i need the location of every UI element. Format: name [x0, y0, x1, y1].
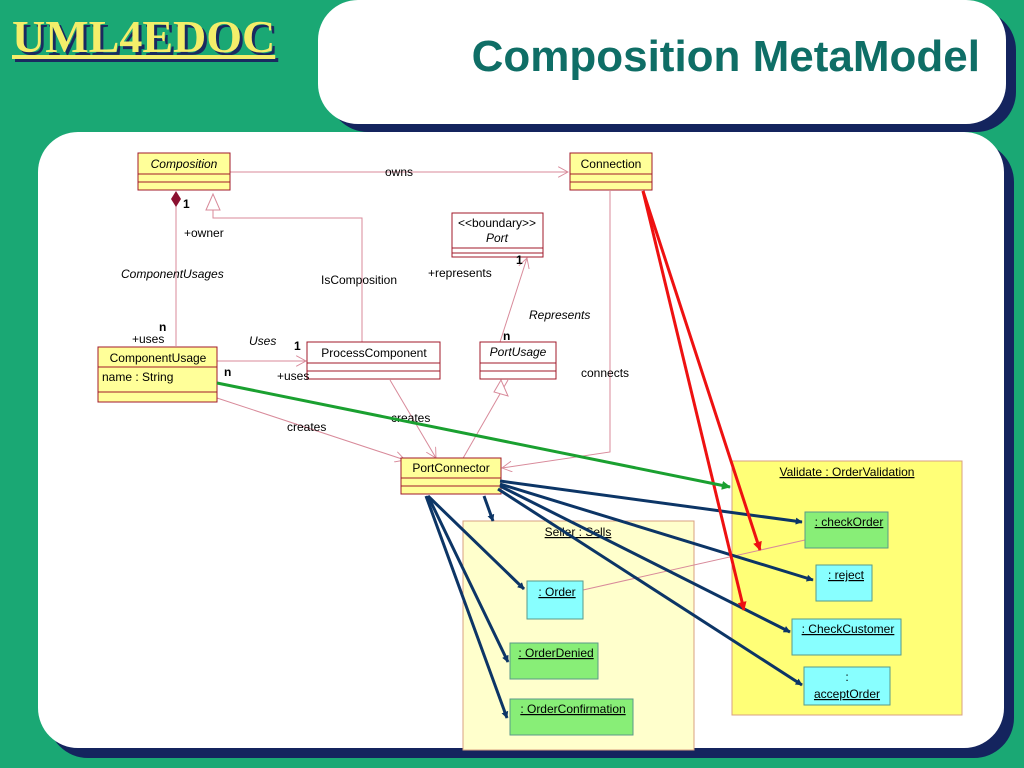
class-connection-name: Connection	[581, 157, 642, 171]
label-is-composition: IsComposition	[321, 273, 397, 287]
navy-arrows	[424, 479, 814, 719]
svg-text::: :	[845, 670, 848, 684]
title-box	[318, 0, 1006, 124]
label-uses-role: +uses	[132, 332, 164, 346]
label-owner: +owner	[184, 226, 224, 240]
composition-diamond	[171, 191, 181, 207]
instance-accept-order: : acceptOrder	[803, 666, 891, 706]
label-one-owner: 1	[183, 197, 190, 211]
generalization-triangle-portusage	[493, 378, 509, 397]
label-connects: connects	[581, 366, 629, 380]
class-port-connector-name: PortConnector	[412, 461, 489, 475]
class-component-usage-attr: name : String	[102, 370, 173, 384]
label-n-uses: n	[159, 320, 166, 334]
class-port-stereotype: <<boundary>>	[458, 216, 536, 230]
class-port-usage: PortUsage	[479, 341, 557, 380]
logo: UML4EDOC	[12, 11, 276, 62]
label-uses-role2: +uses	[277, 369, 309, 383]
label-n-port-usage: n	[503, 329, 510, 343]
class-port-usage-name: PortUsage	[490, 345, 547, 359]
class-composition-name: Composition	[151, 157, 218, 171]
instance-order: : Order	[526, 580, 584, 620]
label-component-usages: ComponentUsages	[121, 267, 224, 281]
svg-text:: Order: : Order	[538, 585, 575, 599]
instance-reject: : reject	[815, 564, 873, 602]
instance-check-customer: : CheckCustomer	[791, 618, 902, 656]
svg-text:: checkOrder: : checkOrder	[815, 515, 884, 529]
green-arrow	[216, 381, 731, 490]
association-lines	[175, 172, 806, 591]
instance-check-order: : checkOrder	[804, 511, 889, 549]
instance-order-confirmation: : OrderConfirmation	[509, 698, 634, 736]
generalization-triangle-composition	[205, 192, 221, 211]
red-arrows	[641, 190, 762, 611]
class-component-usage: ComponentUsage name : String	[97, 346, 218, 403]
label-represents: Represents	[529, 308, 590, 322]
svg-text:: OrderConfirmation: : OrderConfirmation	[520, 702, 625, 716]
label-n-cu: n	[224, 365, 231, 379]
class-process-component-name: ProcessComponent	[321, 346, 427, 360]
class-process-component: ProcessComponent	[306, 341, 441, 380]
class-composition: Composition	[137, 152, 231, 191]
svg-text:: reject: : reject	[828, 568, 865, 582]
class-port: <<boundary>> Port	[451, 212, 544, 258]
page-title: Composition MetaModel	[471, 32, 980, 81]
label-represents-role: +represents	[428, 266, 492, 280]
label-one-port: 1	[516, 253, 523, 267]
class-port-connector: PortConnector	[400, 457, 502, 495]
label-uses: Uses	[249, 334, 276, 348]
svg-text:acceptOrder: acceptOrder	[814, 687, 880, 701]
class-component-usage-name: ComponentUsage	[110, 351, 207, 365]
label-creates-left: creates	[287, 420, 326, 434]
instance-order-denied: : OrderDenied	[509, 642, 599, 680]
validate-title: Validate : OrderValidation	[780, 465, 915, 479]
class-port-name: Port	[486, 231, 509, 245]
svg-text:: CheckCustomer: : CheckCustomer	[802, 622, 895, 636]
class-connection: Connection	[569, 152, 653, 191]
label-one-uses: 1	[294, 339, 301, 353]
label-owns: owns	[385, 165, 413, 179]
svg-text:: OrderDenied: : OrderDenied	[518, 646, 593, 660]
